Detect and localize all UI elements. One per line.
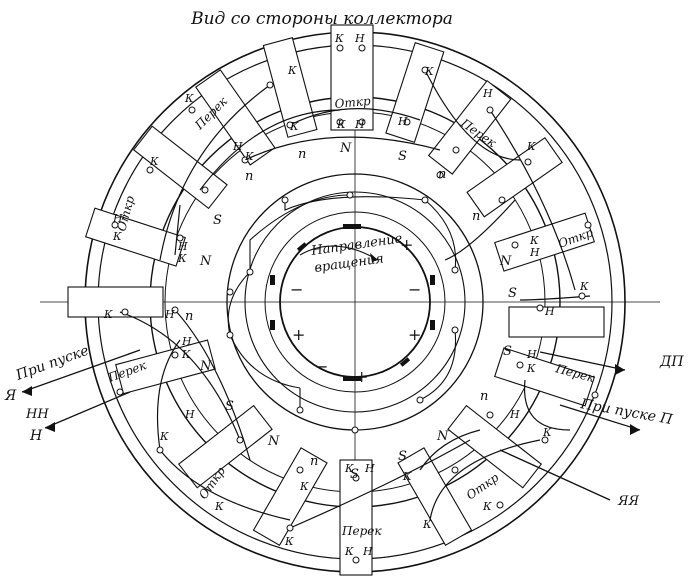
- pole-letters: N S n S N n S N n S N n S N S S N n n n: [185, 141, 517, 482]
- svg-text:К: К: [424, 65, 434, 78]
- svg-text:Н: Н: [232, 140, 243, 153]
- inner-connections: [227, 194, 457, 410]
- svg-text:n: n: [245, 169, 253, 184]
- svg-text:Н: Н: [482, 87, 493, 100]
- svg-text:+: +: [355, 367, 368, 386]
- svg-text:S: S: [398, 449, 407, 464]
- svg-text:К: К: [289, 120, 299, 133]
- start-label-left: При пуске: [13, 343, 91, 384]
- svg-text:К: К: [402, 470, 412, 483]
- svg-text:Н: Н: [184, 408, 195, 421]
- svg-text:К: К: [526, 362, 536, 375]
- svg-text:К: К: [181, 348, 191, 361]
- diagram-title: Вид со стороны коллектора: [190, 9, 453, 29]
- brush-signs: + + + + − − −: [290, 235, 421, 386]
- inner-nodes: [226, 171, 459, 434]
- svg-text:Н: Н: [397, 115, 408, 128]
- svg-text:К: К: [287, 64, 297, 77]
- svg-text:Н: Н: [544, 305, 555, 318]
- svg-text:n: n: [472, 209, 480, 224]
- svg-text:К: К: [184, 92, 194, 105]
- brush-marks: [270, 224, 435, 381]
- svg-text:К: К: [334, 32, 344, 45]
- svg-text:К: К: [103, 308, 113, 321]
- terminal-nodes: [111, 44, 599, 564]
- nn-label: НН: [25, 407, 49, 422]
- svg-text:n: n: [298, 147, 306, 162]
- svg-text:S: S: [398, 149, 407, 164]
- svg-text:N: N: [436, 429, 449, 444]
- svg-text:−: −: [408, 280, 421, 299]
- svg-text:Н: Н: [364, 462, 375, 475]
- svg-text:S: S: [225, 399, 234, 414]
- svg-text:К: К: [299, 480, 309, 493]
- svg-text:К: К: [542, 426, 552, 439]
- svg-text:S: S: [508, 286, 517, 301]
- svg-text:К: К: [344, 545, 354, 558]
- dp-label: ДП: [659, 354, 684, 370]
- svg-text:N: N: [499, 254, 512, 269]
- svg-text:n: n: [310, 454, 318, 469]
- svg-text:Н: Н: [112, 212, 123, 225]
- terminal-letters: К Н К Н К Н К Н К Н К Н К Н Н К К Н К Н …: [103, 32, 589, 558]
- svg-text:n: n: [480, 389, 488, 404]
- svg-text:+: +: [408, 325, 421, 344]
- svg-text:К: К: [336, 118, 346, 131]
- svg-text:−: −: [315, 357, 328, 376]
- connection-ring-mid: [244, 191, 466, 413]
- svg-text:Н: Н: [177, 240, 188, 253]
- svg-text:Н: Н: [181, 335, 192, 348]
- svg-text:К: К: [159, 430, 169, 443]
- start-label-right: При пуске П: [578, 396, 674, 428]
- svg-text:Н: Н: [362, 545, 373, 558]
- svg-text:N: N: [339, 141, 352, 156]
- svg-text:К: К: [529, 234, 539, 247]
- external-leads: [21, 349, 641, 501]
- svg-text:К: К: [112, 230, 122, 243]
- yaya-label: ЯЯ: [617, 494, 639, 509]
- svg-text:К: К: [177, 252, 187, 265]
- svg-text:К: К: [422, 518, 432, 531]
- winding-wires: [119, 69, 591, 529]
- svg-text:+: +: [400, 235, 413, 254]
- svg-text:N: N: [199, 254, 212, 269]
- svg-text:Н: Н: [354, 32, 365, 45]
- connection-ring-inner: [264, 211, 446, 393]
- svg-text:Откр: Откр: [464, 470, 502, 502]
- svg-text:N: N: [199, 359, 212, 374]
- h-label: Н: [29, 428, 43, 444]
- svg-text:Н: Н: [529, 246, 540, 259]
- svg-text:Н: Н: [164, 308, 175, 321]
- svg-text:+: +: [292, 325, 305, 344]
- svg-text:К: К: [344, 462, 354, 475]
- svg-text:S: S: [503, 344, 512, 359]
- svg-text:К: К: [214, 500, 224, 513]
- svg-text:К: К: [526, 140, 536, 153]
- svg-text:К: К: [149, 155, 159, 168]
- svg-text:К: К: [244, 150, 254, 163]
- svg-text:К: К: [579, 280, 589, 293]
- svg-text:Н: Н: [526, 348, 537, 361]
- coil-blocks: [67, 24, 605, 576]
- svg-text:Откр: Откр: [334, 94, 371, 111]
- svg-text:S: S: [213, 213, 222, 228]
- svg-text:Н: Н: [354, 118, 365, 131]
- svg-text:n: n: [438, 167, 446, 182]
- svg-text:Перек: Перек: [341, 524, 382, 538]
- svg-text:N: N: [267, 434, 280, 449]
- svg-text:n: n: [185, 309, 193, 324]
- svg-text:К: К: [284, 535, 294, 548]
- svg-text:−: −: [290, 280, 303, 299]
- ya-label: Я: [4, 388, 17, 404]
- svg-text:S: S: [350, 467, 359, 482]
- svg-text:К: К: [482, 500, 492, 513]
- svg-text:Н: Н: [509, 408, 520, 421]
